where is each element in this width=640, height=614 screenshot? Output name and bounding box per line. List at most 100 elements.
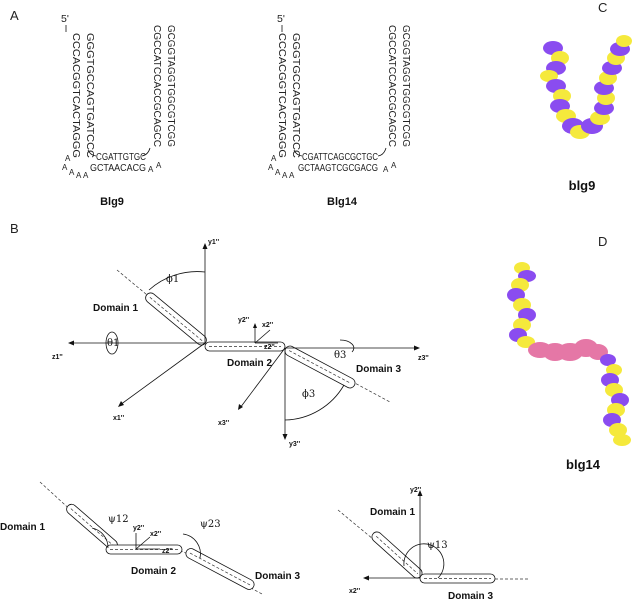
bl-domain3-label: Domain 3 xyxy=(255,571,300,582)
panel-label-c: C xyxy=(598,0,607,15)
panel-label-d: D xyxy=(598,234,607,249)
blg14-a-r2: A xyxy=(391,161,397,170)
blg14-a-l3: A xyxy=(275,168,281,177)
main-domain3-label: Domain 3 xyxy=(356,364,401,375)
label-psi12: ψ12 xyxy=(108,514,129,525)
blg14-loop-bottom: GCTAAGTCGCGACG xyxy=(298,162,378,174)
br-domain3-label: Domain 3 xyxy=(448,591,493,602)
phi1-arc xyxy=(148,271,206,291)
br-domain1-dashed xyxy=(337,509,421,579)
label-z3: z3'' xyxy=(418,355,429,362)
blg14-name: Blg14 xyxy=(327,196,358,208)
blg14-loop-top: CGATTCAGCGCTGC xyxy=(302,151,378,163)
blg9-loop-top: CGATTGTGC xyxy=(96,151,146,163)
axis-x1 xyxy=(119,342,206,406)
bl-domain2-rod xyxy=(105,544,183,555)
blg9-a-l2: A xyxy=(62,163,68,172)
domain3-rod xyxy=(284,345,356,389)
blg14-a-l1: A xyxy=(271,154,277,163)
blg9-3d-model: blg9 xyxy=(540,35,632,193)
blg14-a-l5: A xyxy=(289,171,295,180)
label-theta1: θ1 xyxy=(107,338,119,349)
blg9-loop-bracket-right xyxy=(141,147,151,157)
psi13-arc xyxy=(403,543,445,579)
label-x3: x3'' xyxy=(218,420,229,427)
blg14-a-r1: A xyxy=(383,165,389,174)
blg9-a-l1: A xyxy=(65,154,71,163)
psi13-diagram: Domain 1 Domain 3 ψ13 y2'' x2'' xyxy=(337,487,530,602)
blg14-left-inner: GGGTGCCAGTGATCCC xyxy=(290,33,302,158)
psi12-psi23-diagram: Domain 1 Domain 2 Domain 3 ψ12 ψ23 y2'' … xyxy=(0,481,300,595)
bl-label-y2: y2'' xyxy=(133,525,144,532)
br-domain1-rod xyxy=(371,531,423,579)
blg9-helix-right xyxy=(581,35,632,134)
label-x1: x1'' xyxy=(113,415,124,422)
blg9-right-inner: CGCCATCCACCGCAGCC xyxy=(151,25,163,147)
blg14-sequence: 5' CCCACGGTCACTAGGG GGGTGCCAGTGATCCC CGC… xyxy=(268,13,412,208)
coordinate-diagram-main: Domain 1 Domain 2 Domain 3 y1'' z1'' x1'… xyxy=(52,239,429,448)
blg9-a-l3: A xyxy=(69,168,75,177)
blg9-loop-bracket-left xyxy=(87,149,97,157)
label-theta3: θ3 xyxy=(334,350,346,361)
blg14-a-l2: A xyxy=(268,163,274,172)
psi12-arc xyxy=(91,527,109,549)
axis-x2 xyxy=(254,329,271,344)
axis-x3 xyxy=(239,347,286,409)
blg14-right-outer: GCGGTAGGTGGCGTCGG xyxy=(400,25,412,147)
psi23-arc xyxy=(182,533,201,559)
label-psi23: ψ23 xyxy=(200,519,221,530)
blg9-sequence: 5' CCCACGGTCACTAGGG GGGTGCCAGTGATCCC CGC… xyxy=(61,13,177,208)
label-y1: y1'' xyxy=(208,239,219,246)
label-y2: y2'' xyxy=(238,317,249,324)
label-phi3: ϕ3 xyxy=(302,389,315,400)
blg14-loop xyxy=(528,339,616,366)
blg9-model-caption: blg9 xyxy=(569,178,596,193)
bl-axis-x2 xyxy=(135,536,151,550)
bl-domain3-rod xyxy=(185,548,255,590)
label-z2: z2'' xyxy=(264,344,275,351)
panel-label-b: B xyxy=(10,221,19,236)
bl-domain2-label: Domain 2 xyxy=(131,566,176,577)
blg14-helix-lower xyxy=(601,364,631,446)
blg14-right-inner: CGCCATCCACCGCAGCC xyxy=(386,25,398,147)
panel-label-a: A xyxy=(10,8,19,23)
blg9-helix-left xyxy=(540,41,590,139)
main-domain2-label: Domain 2 xyxy=(227,358,272,369)
label-y3: y3'' xyxy=(289,441,300,448)
blg14-a-l4: A xyxy=(282,171,288,180)
label-x2: x2'' xyxy=(262,322,273,329)
theta3-rotation-arc xyxy=(339,339,355,353)
blg14-helix-upper xyxy=(507,262,536,348)
label-psi13: ψ13 xyxy=(427,540,448,551)
blg14-model-caption: blg14 xyxy=(566,457,601,472)
br-domain3-rod xyxy=(419,573,496,584)
bl-label-x2: x2'' xyxy=(150,531,161,538)
blg14-loop-bracket-right xyxy=(377,147,387,157)
bl-domain1-label: Domain 1 xyxy=(0,522,45,533)
domain1-rod xyxy=(145,292,207,346)
blg9-a-l5: A xyxy=(83,171,89,180)
br-label-x2: x2'' xyxy=(349,588,360,595)
blg9-five-prime: 5' xyxy=(61,13,69,25)
blg9-a-r1: A xyxy=(148,165,154,174)
bl-domain1-rod xyxy=(66,503,118,551)
label-phi1: ϕ1 xyxy=(166,274,179,285)
blg9-left-inner: GGGTGCCAGTGATCCC xyxy=(84,33,96,158)
blg14-five-prime: 5' xyxy=(277,13,285,25)
blg9-a-r2: A xyxy=(156,161,162,170)
phi3-arc xyxy=(284,384,345,421)
blg14-3d-model: blg14 xyxy=(507,262,631,472)
blg9-loop-bottom: GCTAACACG xyxy=(90,162,146,174)
blg9-a-l4: A xyxy=(76,171,82,180)
br-label-y2: y2'' xyxy=(410,487,421,494)
label-z1: z1'' xyxy=(52,354,63,361)
blg9-name: Blg9 xyxy=(100,196,124,208)
theta1-rotation-arc xyxy=(105,331,119,355)
blg14-left-outer: CCCACGGTCACTAGGG xyxy=(276,33,288,158)
blg9-right-outer: GCGGTAGGTGGCGTCGG xyxy=(165,25,177,147)
blg14-loop-bracket-left xyxy=(293,149,303,157)
br-domain1-label: Domain 1 xyxy=(370,507,415,518)
main-domain1-label: Domain 1 xyxy=(93,303,138,314)
blg9-left-outer: CCCACGGTCACTAGGG xyxy=(70,33,82,158)
